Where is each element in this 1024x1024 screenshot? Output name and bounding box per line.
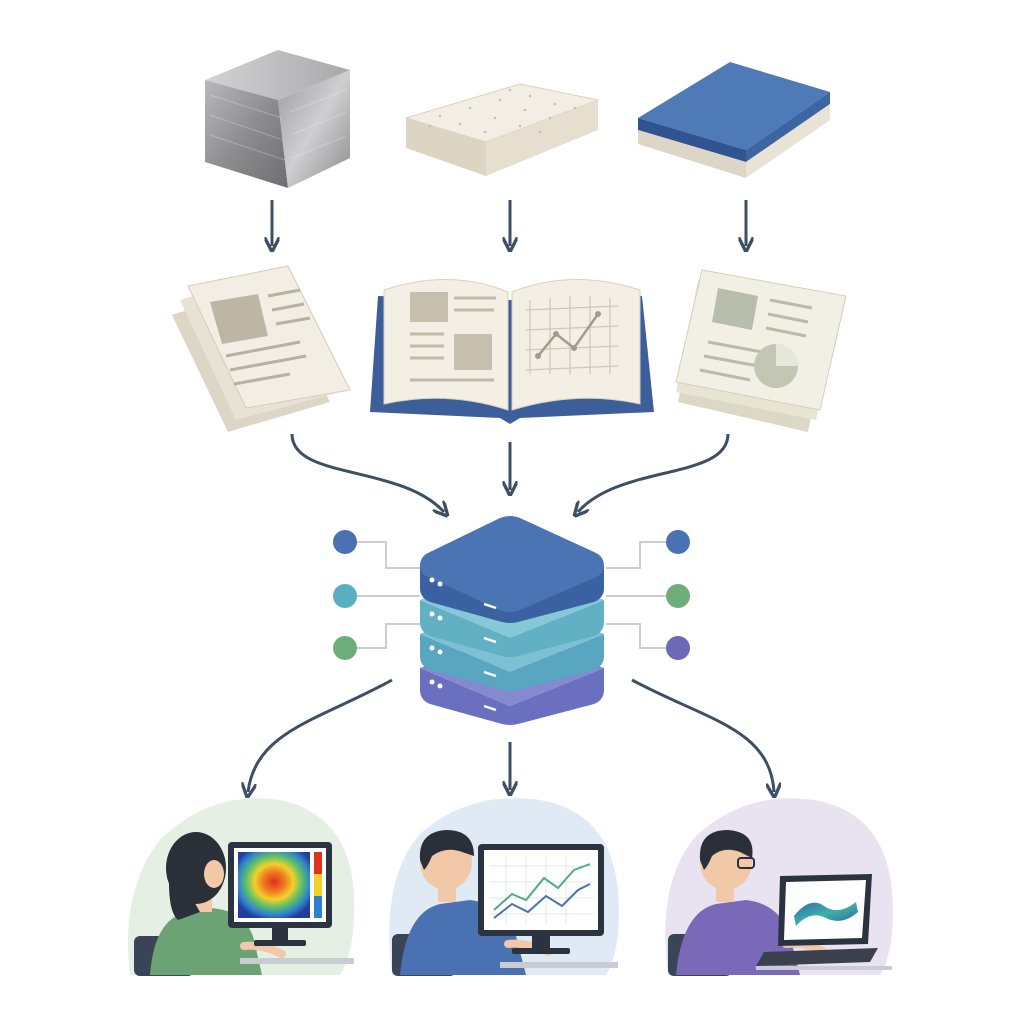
- database-server-icon: [420, 516, 604, 725]
- monitor-linechart: [478, 844, 604, 954]
- open-book-icon: [370, 279, 654, 424]
- arrows-documents-to-database: [290, 433, 730, 512]
- paper-stack-icon: [172, 265, 351, 432]
- foam-slab-icon: [404, 83, 600, 176]
- arrows-materials-to-documents: [272, 200, 746, 246]
- laptop-3d-surface: [756, 874, 878, 966]
- researcher-3d-surface-icon: [665, 798, 893, 976]
- arrows-database-to-users: [248, 678, 774, 792]
- data-nodes-right: [666, 530, 690, 660]
- node-connectors: [356, 541, 668, 649]
- researcher-linechart-icon: [389, 798, 619, 976]
- researcher-heatmap-icon: [128, 798, 355, 976]
- monitor-heatmap: [228, 842, 332, 946]
- report-stack-icon: [675, 269, 847, 432]
- coated-slab-icon: [638, 62, 830, 178]
- metal-cube-icon: [205, 50, 350, 188]
- data-nodes-left: [333, 530, 357, 660]
